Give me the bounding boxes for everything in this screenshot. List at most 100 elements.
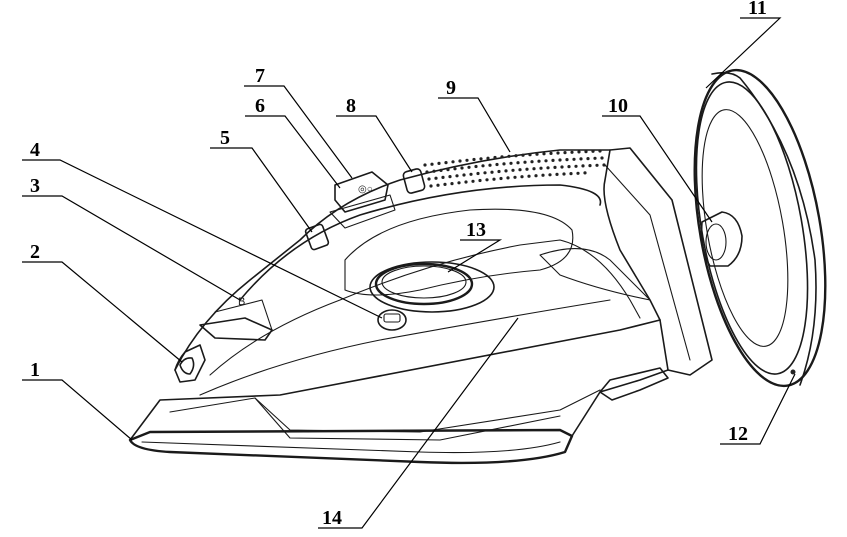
vent-hole (451, 160, 455, 164)
vent-hole (567, 165, 571, 169)
vent-hole (572, 157, 576, 161)
iron-body: B ◎○ (128, 147, 713, 465)
fill-cover-mark: B (238, 296, 245, 308)
vent-hole (434, 176, 438, 180)
vent-hole (514, 154, 518, 158)
vent-hole (464, 180, 468, 184)
callout-4: 4 (30, 139, 40, 161)
vent-hole (423, 163, 427, 167)
vent-hole (593, 156, 597, 160)
vent-hole (471, 179, 475, 183)
vent-hole (439, 168, 443, 172)
vent-hole (436, 183, 440, 187)
vent-hole (591, 149, 595, 153)
leader-12 (720, 373, 796, 445)
leader-9 (438, 97, 511, 153)
rear-heel-inner (604, 164, 691, 361)
tank-cover-edge (711, 71, 817, 386)
valve-knob-face (705, 223, 727, 261)
vent-holes (423, 149, 606, 188)
steam-selector-mark: ◎○ (358, 184, 373, 195)
leader-3 (22, 195, 241, 301)
vent-hole (497, 169, 501, 174)
vent-hole (549, 151, 553, 155)
vent-hole (518, 168, 522, 172)
vent-hole (465, 158, 469, 162)
fill-cover (199, 317, 273, 341)
vent-hole (532, 167, 536, 171)
vent-hole (472, 157, 476, 162)
vent-hole (542, 152, 546, 156)
vent-hole (450, 182, 454, 186)
vent-hole (521, 153, 525, 157)
upper-body (174, 149, 661, 371)
side-panel (209, 239, 641, 376)
body-skirt-inner (169, 389, 601, 433)
temperature-dial-housing (369, 261, 495, 313)
vent-hole (460, 166, 464, 170)
rear-heel (609, 147, 713, 376)
vent-hole (462, 173, 466, 177)
callout-12: 12 (728, 423, 748, 445)
vent-hole (558, 158, 562, 162)
vent-hole (437, 161, 441, 165)
vent-hole (595, 163, 599, 167)
vent-hole (574, 164, 578, 168)
vent-hole (581, 164, 585, 168)
leader-5 (210, 147, 313, 233)
self-clean-button (377, 309, 407, 331)
callout-1: 1 (30, 359, 40, 381)
vent-hole (469, 172, 473, 176)
leader-2 (22, 261, 183, 363)
tank-cover (693, 68, 827, 388)
vent-hole (576, 171, 580, 175)
self-clean-button-face (383, 313, 401, 323)
heel-rest (599, 367, 669, 401)
vent-hole (562, 172, 566, 176)
vent-hole (427, 177, 431, 181)
body-skirt (129, 319, 669, 441)
leader-1 (22, 379, 133, 441)
vent-hole (563, 151, 567, 155)
vent-hole (586, 157, 590, 161)
callout-3: 3 (30, 175, 40, 197)
vent-hole (509, 161, 513, 165)
vent-hole (493, 155, 497, 160)
tank-bottom-pin (790, 369, 796, 375)
soleplate-inner-edge (141, 441, 561, 454)
vent-hole (453, 167, 457, 171)
vent-hole (448, 175, 452, 179)
callout-labels: 1 2 3 4 5 6 7 8 9 10 11 12 13 14 (30, 0, 767, 529)
handle (239, 184, 602, 301)
vent-hole (548, 173, 552, 177)
vent-hole (495, 162, 499, 167)
spray-nozzle (179, 357, 195, 375)
tank-cover-mid (695, 81, 809, 375)
vent-hole (476, 171, 480, 176)
nose (174, 344, 206, 383)
vent-hole (520, 175, 524, 179)
vent-hole (441, 175, 445, 179)
callout-2: 2 (30, 241, 40, 263)
vent-hole (479, 157, 483, 161)
steam-selector-base (329, 194, 396, 229)
callout-8: 8 (346, 95, 356, 117)
vent-hole (513, 175, 517, 179)
vent-hole (429, 184, 433, 188)
grip-cutout (539, 248, 651, 301)
side-panel-lower (199, 299, 611, 396)
fill-cover-top (214, 299, 273, 331)
vent-hole (530, 160, 534, 164)
vent-hole (556, 151, 560, 155)
callout-13: 13 (466, 219, 486, 241)
vent-hole (502, 162, 506, 166)
callout-14: 14 (322, 507, 342, 529)
leader-7 (244, 85, 353, 179)
vent-hole (600, 156, 604, 160)
vent-hole (588, 164, 592, 168)
vent-hole (443, 182, 447, 186)
vent-hole (583, 171, 587, 175)
vent-hole (560, 165, 564, 169)
vent-hole (528, 153, 532, 157)
